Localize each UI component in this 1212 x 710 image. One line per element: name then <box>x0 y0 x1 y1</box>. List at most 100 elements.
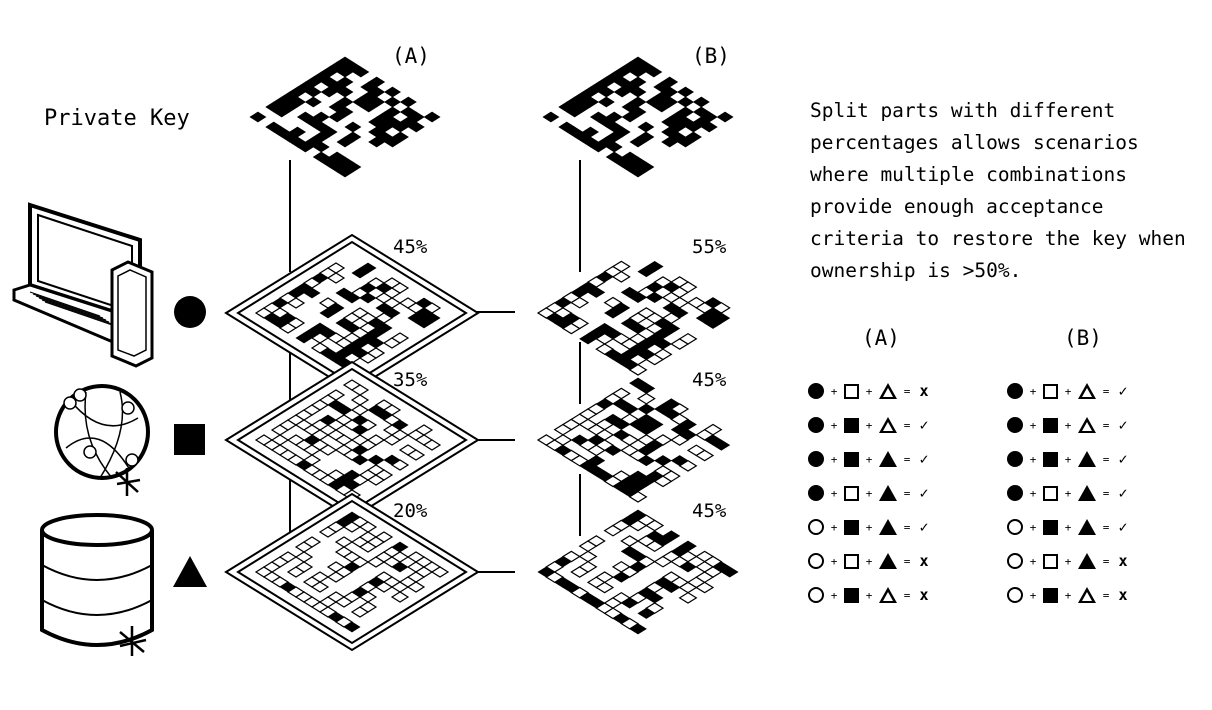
legend-row: ++=✓ <box>808 516 931 538</box>
tile-cell <box>390 332 410 344</box>
square-open-symbol <box>844 485 859 501</box>
square-open-symbol <box>844 553 859 569</box>
tile-cell <box>637 131 655 143</box>
tile-cell <box>678 281 698 294</box>
tile-cell <box>304 96 322 108</box>
circle-filled-symbol <box>808 417 824 433</box>
square-filled-symbol <box>844 451 859 467</box>
tile-cell <box>720 566 739 578</box>
legend-row: ++=x <box>1007 550 1130 572</box>
equals-operator: = <box>903 486 911 500</box>
plus-operator: + <box>1064 384 1072 398</box>
tile-cell <box>336 106 354 118</box>
square-filled-symbol <box>844 417 859 433</box>
equals-operator: = <box>903 418 911 432</box>
share-tile-b1 <box>536 260 731 376</box>
square-symbol <box>174 424 205 455</box>
legend-result: ✓ <box>919 450 929 468</box>
legend-result: ✓ <box>1118 484 1128 502</box>
triangle-filled-symbol <box>879 485 897 501</box>
tile-cell <box>384 86 401 98</box>
square-open-symbol <box>844 383 859 399</box>
legend-column-a-label: (A) <box>862 326 900 350</box>
triangle-filled-symbol <box>879 519 897 535</box>
tile-cell <box>645 418 664 431</box>
tile-cell <box>374 531 394 543</box>
triangle-open-symbol <box>1078 417 1096 433</box>
device-icons <box>12 202 207 656</box>
tile-cell <box>399 96 417 108</box>
tile-cell <box>654 455 672 467</box>
plus-operator: + <box>830 486 838 500</box>
tile-frame-inner <box>236 499 468 645</box>
tile-cell <box>358 419 378 431</box>
tile-cell <box>391 419 409 431</box>
tile-cell <box>661 470 681 483</box>
tile-cell <box>359 262 377 274</box>
legend-result: ✓ <box>919 416 929 434</box>
tile-cell <box>700 121 718 133</box>
legend-result: x <box>919 586 929 604</box>
legend-result: ✓ <box>1118 382 1128 400</box>
triangle-symbol <box>173 556 207 587</box>
triangle-filled-symbol <box>1078 519 1096 535</box>
legend-row: ++=✓ <box>808 414 931 436</box>
equals-operator: = <box>903 588 911 602</box>
legend-result: x <box>1118 552 1128 570</box>
tile-cell <box>310 581 330 593</box>
tile-cell <box>582 126 599 138</box>
tile-cell <box>629 76 647 88</box>
tile-cell <box>303 287 321 299</box>
tile-cell <box>692 96 710 108</box>
globe-node <box>83 445 97 459</box>
legend-row: ++=✓ <box>1007 448 1130 470</box>
tile-cell <box>320 126 338 138</box>
plus-operator: + <box>1064 554 1072 568</box>
circle-filled-symbol <box>808 485 824 501</box>
legend-result: x <box>1118 586 1128 604</box>
equals-operator: = <box>903 452 911 466</box>
tile-cell <box>620 535 640 547</box>
circle-filled-symbol <box>808 383 824 399</box>
globe-icon <box>54 384 150 496</box>
tile-cell <box>326 389 346 401</box>
plus-operator: + <box>1029 486 1037 500</box>
tile-cell <box>695 449 715 462</box>
legend-row: ++=✓ <box>808 482 931 504</box>
tile-cell <box>605 141 623 153</box>
tile-cell <box>645 66 663 78</box>
laptop-tablet-icon <box>12 202 154 368</box>
tile-cell <box>662 322 681 335</box>
legend-row: ++=✓ <box>1007 482 1130 504</box>
triangle-open-symbol <box>1078 587 1096 603</box>
share-tile-a2 <box>224 360 480 520</box>
tile-cell <box>422 439 442 451</box>
share-tile-b2 <box>536 377 731 503</box>
tile-cell <box>383 307 401 319</box>
tile-cell <box>678 591 698 604</box>
square-filled-symbol <box>844 587 859 603</box>
legend-row: ++=x <box>1007 584 1130 606</box>
plus-operator: + <box>865 588 873 602</box>
tile-cell <box>677 96 694 108</box>
tile-cell <box>678 459 698 472</box>
tile-cell <box>391 131 409 143</box>
legend-row: ++=x <box>808 380 931 402</box>
tile-cell <box>711 301 731 314</box>
database-icon <box>40 513 154 656</box>
plus-operator: + <box>865 418 873 432</box>
tile-cell <box>570 296 590 309</box>
plus-operator: + <box>1064 452 1072 466</box>
tile-cell <box>670 403 690 415</box>
circle-open-symbol <box>1007 519 1023 535</box>
triangle-open-symbol <box>879 383 897 399</box>
tile-cell <box>286 317 306 329</box>
tile-cell <box>611 387 631 400</box>
plus-operator: + <box>1029 554 1037 568</box>
tile-cell <box>407 121 425 133</box>
tile-cell <box>662 530 681 542</box>
tile-cell <box>653 348 673 361</box>
plus-operator: + <box>1029 384 1037 398</box>
column-b-label: (B) <box>692 44 730 68</box>
plus-operator: + <box>1064 418 1072 432</box>
